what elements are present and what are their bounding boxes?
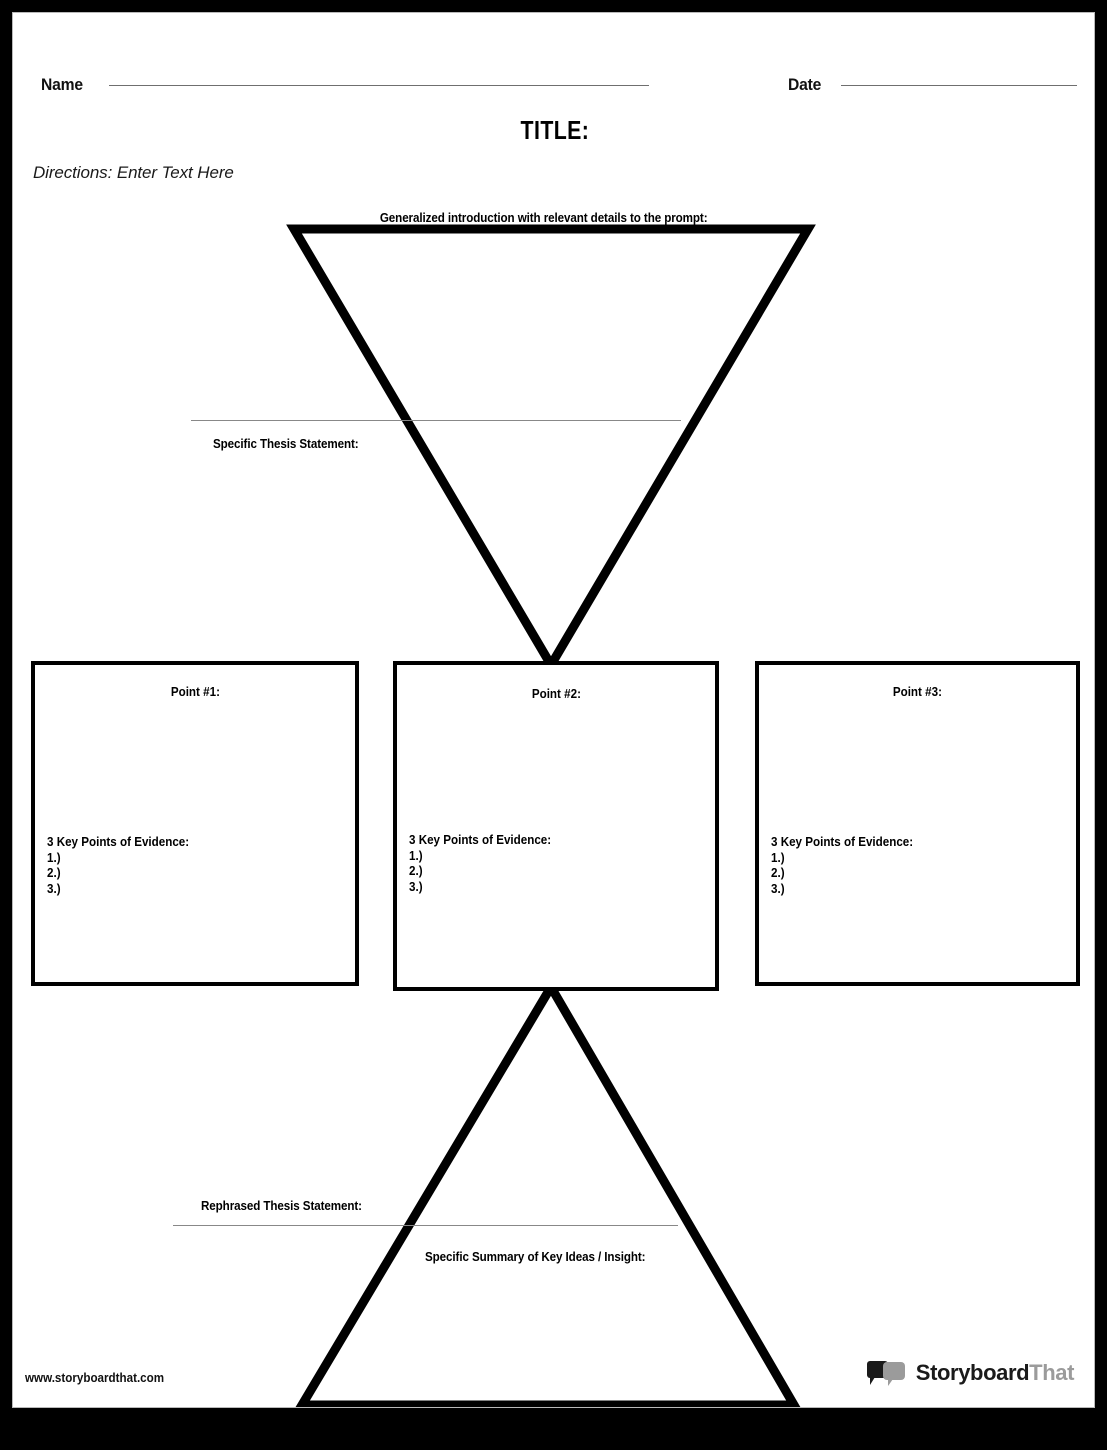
website-url-text: www.storyboardthat.com [25,1371,165,1385]
page-title[interactable]: TITLE: [13,115,1094,146]
point-box-2[interactable]: Point #2: 3 Key Points of Evidence: 1.) … [393,661,719,991]
point-2-title: Point #2: [531,687,581,701]
point-2-evidence: 3 Key Points of Evidence: 1.) 2.) 3.) [409,833,562,895]
logo-text-that: That [1029,1359,1074,1385]
point-1-evidence-label: 3 Key Points of Evidence: [47,835,190,849]
intro-caption: Generalized introduction with relevant d… [379,211,708,225]
point-2-item-2: 2.) [409,864,423,878]
point-3-evidence: 3 Key Points of Evidence: 1.) 2.) 3.) [771,835,924,897]
logo-wordmark: StoryboardThat [915,1359,1075,1386]
name-label: Name [41,75,83,94]
thesis-caption: Specific Thesis Statement: [213,437,359,451]
conclusion-triangle [13,13,1094,1407]
point-box-3[interactable]: Point #3: 3 Key Points of Evidence: 1.) … [755,661,1080,986]
page-title-text: TITLE: [520,115,589,145]
directions-text[interactable]: Directions: Enter Text Here [33,163,234,182]
speech-bubble-icon [866,1359,907,1386]
point-2-item-1: 1.) [409,848,423,863]
name-line[interactable] [109,85,649,86]
point-box-1[interactable]: Point #1: 3 Key Points of Evidence: 1.) … [31,661,359,986]
point-2-item-3: 3.) [409,879,423,894]
logo-text-storyboard: Storyboard [915,1359,1030,1385]
point-3-item-2: 2.) [771,866,785,880]
date-label: Date [788,75,822,94]
point-3-item-1: 1.) [771,850,785,865]
point-1-title: Point #1: [170,685,220,699]
point-3-evidence-label: 3 Key Points of Evidence: [771,835,914,849]
point-3-item-3: 3.) [771,881,785,896]
rephrased-thesis-caption: Rephrased Thesis Statement: [201,1199,362,1213]
date-line[interactable] [841,85,1077,86]
point-1-item-1: 1.) [47,850,61,865]
website-url[interactable]: www.storyboardthat.com [25,1371,175,1385]
intro-triangle [13,13,1094,1407]
point-1-item-2: 2.) [47,866,61,880]
storyboardthat-logo[interactable]: StoryboardThat [864,1356,1076,1389]
point-1-item-3: 3.) [47,881,61,896]
rephrased-thesis-line[interactable] [173,1225,678,1226]
summary-caption: Specific Summary of Key Ideas / Insight: [425,1250,646,1264]
thesis-line[interactable] [191,420,681,421]
point-3-title: Point #3: [892,685,943,699]
point-1-evidence: 3 Key Points of Evidence: 1.) 2.) 3.) [47,835,200,897]
point-2-evidence-label: 3 Key Points of Evidence: [409,833,552,847]
worksheet-page: Name Date TITLE: Directions: Enter Text … [12,12,1095,1408]
